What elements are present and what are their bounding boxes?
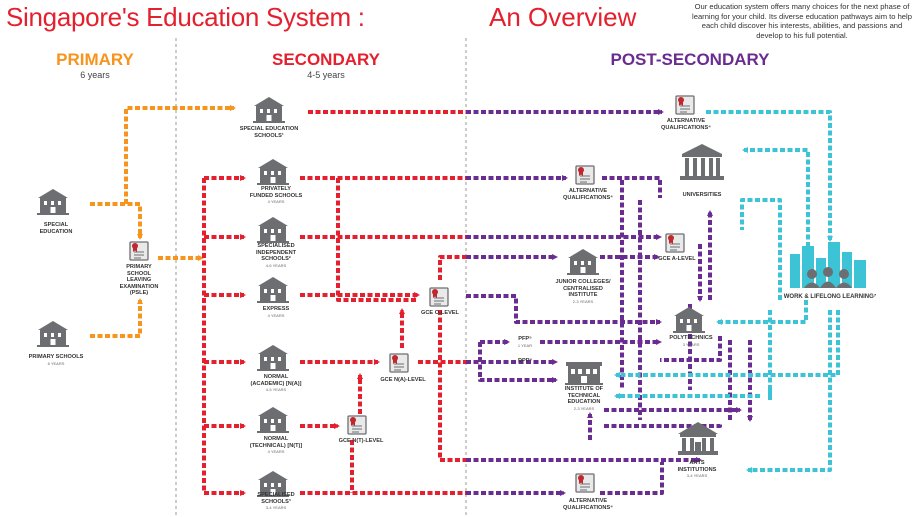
gce-o-cert-icon <box>428 286 450 313</box>
label-gce-o-level: GCE O-LEVEL <box>421 310 459 316</box>
alt-qual-bottom-cert-icon <box>574 472 596 499</box>
universities-icon <box>678 142 726 187</box>
post-secondary-pathways <box>466 109 753 496</box>
gce-nt-cert-icon <box>346 414 368 441</box>
column-subtitle-secondary: 4-5 years <box>307 70 345 80</box>
alt-qual-mid-cert-icon <box>574 164 596 191</box>
privately-funded-icon <box>256 156 290 191</box>
primary-pathways <box>90 105 236 338</box>
label-gce-a-level: GCE A-LEVEL <box>658 256 696 262</box>
label-normal-technical: NORMAL(TECHNICAL) [N(T)]4 Years <box>249 436 303 455</box>
label-gce-nt-level: GCE N(T)-LEVEL <box>338 438 384 444</box>
gce-a-cert-icon <box>664 232 686 259</box>
primary-schools-icon <box>36 318 76 352</box>
alt-qual-top-cert-icon <box>674 94 696 121</box>
secondary-pathways <box>202 110 466 496</box>
special-education-icon <box>36 186 76 220</box>
arrow-special-ed-to-psle <box>90 202 143 240</box>
column-title-secondary: SECONDARY <box>272 50 380 69</box>
express-icon <box>256 274 290 309</box>
specialised-schools-icon <box>256 468 290 503</box>
column-title-primary: PRIMARY <box>56 50 134 69</box>
specialised-independent-icon <box>256 214 290 249</box>
normal-academic-icon <box>256 342 290 377</box>
ite-icon <box>564 356 604 391</box>
column-subtitle-primary: 6 years <box>80 70 110 80</box>
work-lifelong-icon <box>788 240 868 295</box>
gce-na-cert-icon <box>388 352 410 379</box>
psle-cert-icon <box>128 240 150 267</box>
junior-colleges-icon <box>566 246 600 281</box>
label-gce-na-level: GCE N(A)-LEVEL <box>380 377 426 383</box>
special-ed-schools-icon <box>252 94 286 129</box>
arts-institutions-icon <box>676 420 720 461</box>
column-title-post-secondary: POST-SECONDARY <box>610 50 770 69</box>
lifelong-pathways <box>614 110 840 473</box>
page-title: Singapore's Education System : <box>6 2 365 32</box>
arrow-primary-to-psle <box>90 298 143 338</box>
page-title-suffix: An Overview <box>489 2 637 32</box>
label-work-lifelong: WORK & LIFELONG LEARNING⁷ <box>783 294 877 300</box>
intro-text: Our education system offers many choices… <box>692 2 912 40</box>
polytechnics-icon <box>672 304 706 339</box>
label-universities: UNIVERSITIES <box>682 192 722 198</box>
normal-technical-icon <box>256 404 290 439</box>
label-normal-academic: NORMAL(ACADEMIC) [N(A)]4-5 Years <box>250 374 302 393</box>
label-dpp: DPP⁶ <box>517 358 533 364</box>
arrow-special-ed-to-sped-schools <box>124 105 236 204</box>
